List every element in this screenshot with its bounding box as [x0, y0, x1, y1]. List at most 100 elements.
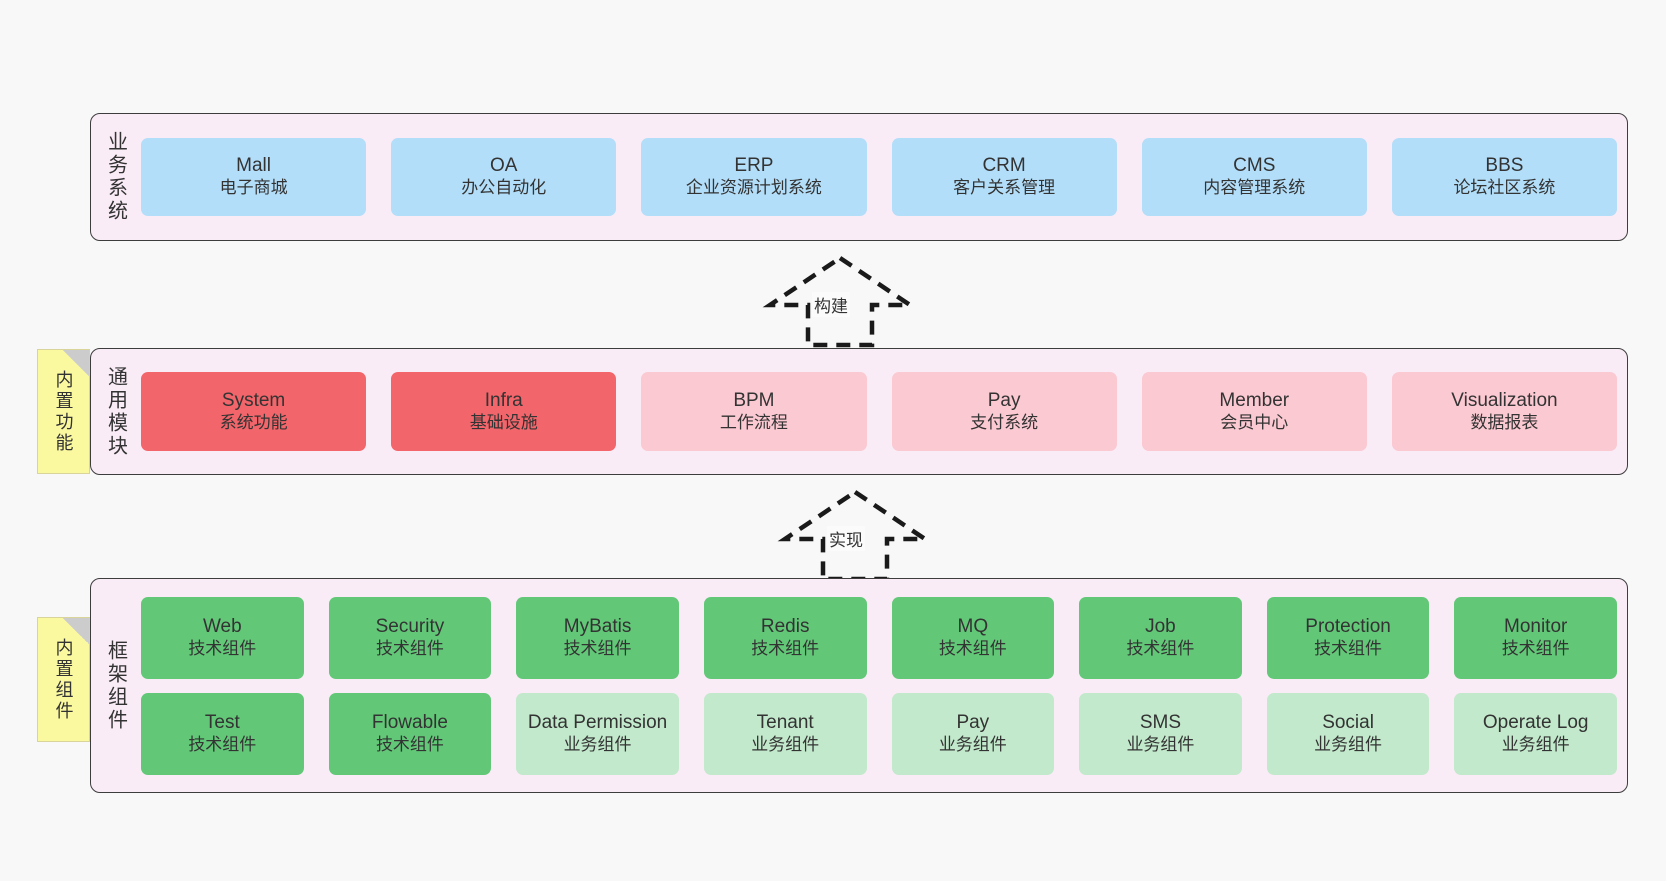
card-system[interactable]: System 系统功能 — [141, 372, 367, 451]
card-pay-module[interactable]: Pay 支付系统 — [891, 372, 1117, 451]
card-security[interactable]: Security 技术组件 — [328, 596, 492, 679]
card-title: System — [221, 389, 286, 411]
card-row: Mall 电子商城 OA 办公自动化 ERP 企业资源计划系统 CRM 客户关系… — [141, 138, 1618, 216]
card-title: Member — [1219, 389, 1290, 411]
card-test[interactable]: Test 技术组件 — [141, 692, 304, 775]
card-tenant[interactable]: Tenant 业务组件 — [703, 692, 867, 775]
page-fold-icon — [63, 618, 89, 644]
card-crm[interactable]: CRM 客户关系管理 — [891, 138, 1117, 216]
card-mq[interactable]: MQ 技术组件 — [891, 596, 1055, 679]
card-mybatis[interactable]: MyBatis 技术组件 — [516, 596, 679, 679]
card-cms[interactable]: CMS 内容管理系统 — [1141, 138, 1367, 216]
card-subtitle: 业务组件 — [938, 734, 1007, 754]
card-row: System 系统功能 Infra 基础设施 BPM 工作流程 Pay 支付系统… — [141, 372, 1618, 451]
card-operate-log[interactable]: Operate Log 业务组件 — [1454, 692, 1617, 775]
note-label: 内置组件 — [53, 637, 74, 722]
layer-title-common: 通用模块 — [104, 365, 127, 458]
card-subtitle: 业务组件 — [1126, 734, 1195, 754]
card-subtitle: 数据报表 — [1470, 412, 1539, 432]
card-title: Operate Log — [1482, 711, 1589, 733]
card-title: Redis — [760, 615, 810, 637]
card-title: Social — [1322, 711, 1374, 733]
card-title: CMS — [1233, 155, 1276, 177]
card-subtitle: 技术组件 — [375, 638, 444, 658]
card-subtitle: 技术组件 — [1501, 638, 1570, 658]
card-monitor[interactable]: Monitor 技术组件 — [1454, 596, 1617, 679]
card-title: Security — [375, 615, 445, 637]
card-row: Test 技术组件 Flowable 技术组件 Data Permission … — [141, 692, 1617, 775]
card-subtitle: 办公自动化 — [461, 178, 547, 198]
card-title: MQ — [957, 615, 989, 637]
card-subtitle: 业务组件 — [751, 734, 820, 754]
arrow-build: 构建 — [750, 253, 930, 348]
note-builtin-features: 内置功能 — [37, 349, 90, 474]
card-erp[interactable]: ERP 企业资源计划系统 — [641, 138, 867, 216]
card-visualization[interactable]: Visualization 数据报表 — [1391, 372, 1618, 451]
card-social[interactable]: Social 业务组件 — [1266, 692, 1430, 775]
arrow-build-label: 构建 — [812, 292, 850, 317]
card-title: Pay — [956, 711, 990, 733]
card-subtitle: 业务组件 — [1314, 734, 1383, 754]
card-subtitle: 技术组件 — [563, 638, 632, 658]
note-builtin-components: 内置组件 — [37, 617, 90, 742]
card-web[interactable]: Web 技术组件 — [141, 596, 304, 679]
card-data-permission[interactable]: Data Permission 业务组件 — [516, 692, 679, 775]
card-title: Pay — [987, 389, 1021, 411]
card-pay-component[interactable]: Pay 业务组件 — [891, 692, 1055, 775]
layer-title-business: 业务系统 — [104, 131, 127, 223]
card-sms[interactable]: SMS 业务组件 — [1079, 692, 1242, 775]
card-bbs[interactable]: BBS 论坛社区系统 — [1391, 138, 1618, 216]
card-title: Data Permission — [527, 711, 668, 733]
card-title: Protection — [1305, 615, 1391, 637]
card-subtitle: 技术组件 — [938, 638, 1007, 658]
layer-framework-components: 框架组件 Web 技术组件 Security 技术组件 MyBatis 技术组件… — [90, 578, 1628, 793]
card-subtitle: 客户关系管理 — [953, 178, 1056, 198]
card-job[interactable]: Job 技术组件 — [1079, 596, 1242, 679]
card-flowable[interactable]: Flowable 技术组件 — [328, 692, 492, 775]
card-subtitle: 会员中心 — [1220, 412, 1289, 432]
card-title: Test — [204, 711, 240, 733]
card-protection[interactable]: Protection 技术组件 — [1266, 596, 1430, 679]
card-title: MyBatis — [563, 615, 632, 637]
card-title: SMS — [1139, 711, 1182, 733]
card-subtitle: 工作流程 — [719, 412, 788, 432]
card-bpm[interactable]: BPM 工作流程 — [641, 372, 867, 451]
card-infra[interactable]: Infra 基础设施 — [391, 372, 617, 451]
card-title: Monitor — [1504, 615, 1568, 637]
card-redis[interactable]: Redis 技术组件 — [703, 596, 867, 679]
layer-title-framework: 框架组件 — [104, 639, 127, 732]
card-subtitle: 技术组件 — [1126, 638, 1195, 658]
card-subtitle: 支付系统 — [970, 412, 1039, 432]
card-member[interactable]: Member 会员中心 — [1141, 372, 1367, 451]
page-fold-icon — [63, 350, 89, 376]
card-subtitle: 电子商城 — [219, 178, 288, 198]
card-title: BPM — [733, 389, 775, 411]
card-title: BBS — [1485, 155, 1524, 177]
card-title: ERP — [734, 155, 774, 177]
card-title: Infra — [484, 389, 523, 411]
card-subtitle: 技术组件 — [188, 638, 257, 658]
layer-common-modules: 通用模块 System 系统功能 Infra 基础设施 BPM 工作流程 Pay… — [90, 348, 1628, 475]
layer-body-business: Mall 电子商城 OA 办公自动化 ERP 企业资源计划系统 CRM 客户关系… — [141, 120, 1618, 234]
card-row: Web 技术组件 Security 技术组件 MyBatis 技术组件 Redi… — [141, 596, 1617, 679]
card-subtitle: 技术组件 — [1314, 638, 1383, 658]
arrow-realize: 实现 — [765, 487, 945, 582]
card-oa[interactable]: OA 办公自动化 — [391, 138, 617, 216]
note-label: 内置功能 — [53, 369, 74, 454]
card-title: Flowable — [371, 711, 448, 733]
layer-business-systems: 业务系统 Mall 电子商城 OA 办公自动化 ERP 企业资源计划系统 CRM… — [90, 113, 1628, 241]
card-title: Job — [1145, 615, 1176, 637]
card-title: OA — [490, 155, 518, 177]
card-subtitle: 企业资源计划系统 — [685, 178, 822, 198]
card-subtitle: 业务组件 — [1501, 734, 1570, 754]
card-title: Visualization — [1451, 389, 1558, 411]
card-title: Tenant — [756, 711, 814, 733]
card-subtitle: 技术组件 — [188, 734, 257, 754]
arrow-build-icon — [762, 255, 918, 348]
card-subtitle: 基础设施 — [469, 412, 538, 432]
card-mall[interactable]: Mall 电子商城 — [141, 138, 367, 216]
card-subtitle: 技术组件 — [751, 638, 820, 658]
card-subtitle: 论坛社区系统 — [1453, 178, 1556, 198]
card-title: CRM — [982, 155, 1026, 177]
